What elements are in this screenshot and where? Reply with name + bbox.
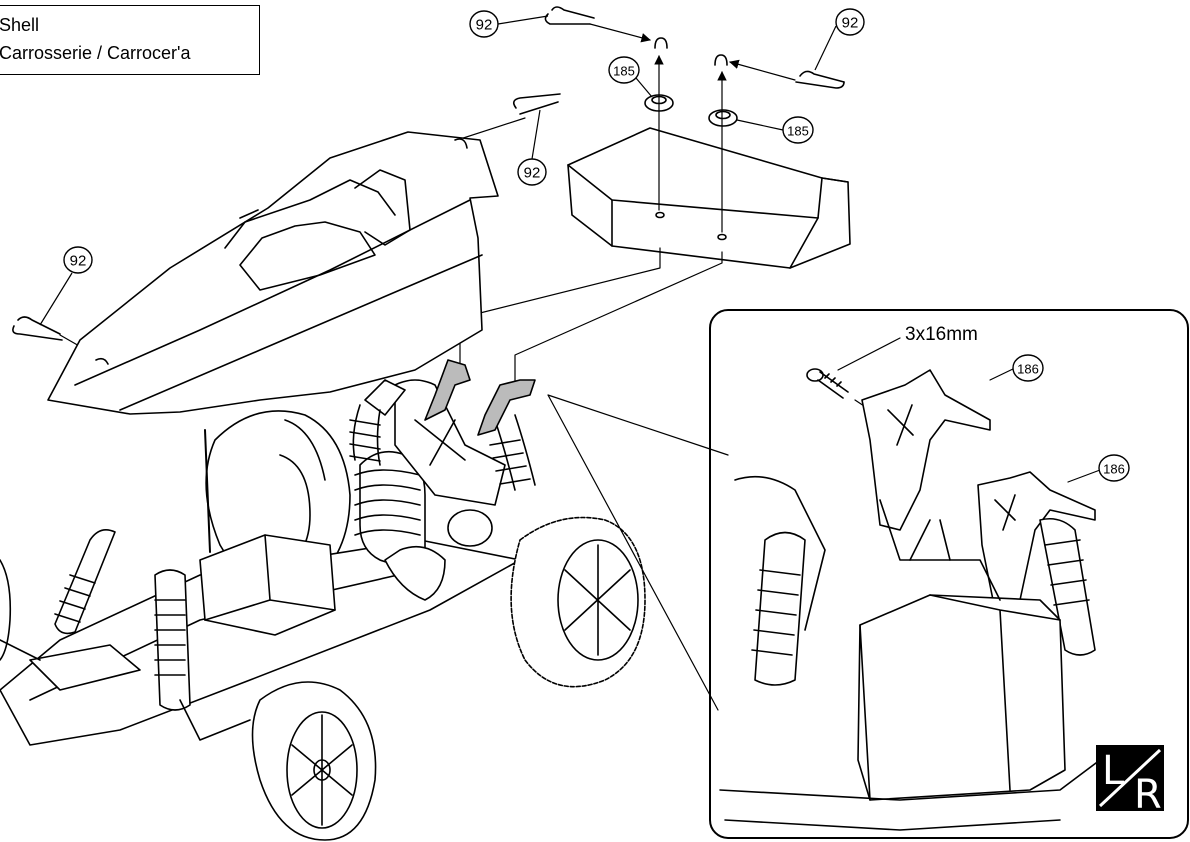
callout-circle-mount-front [1012, 354, 1044, 382]
rear-shock-left [349, 379, 406, 466]
screw-size-label: 3x16mm [905, 324, 978, 345]
antenna [204, 429, 211, 553]
wing-mount-left [424, 359, 471, 421]
front-tire [179, 681, 377, 841]
body-clip-top-left [544, 6, 595, 25]
callout-mount-front: 186 [1017, 362, 1039, 377]
grommet-right [708, 109, 738, 127]
front-tire-left-partial [0, 559, 12, 661]
title-box: Shell Carrosserie / Carrocer'a [0, 5, 260, 75]
title-translations: Carrosserie / Carrocer'a [0, 43, 191, 63]
callout-clip-body-front: 92 [70, 253, 87, 270]
callout-grommet-left: 185 [613, 64, 635, 79]
callout-circle-mount-rear [1098, 454, 1130, 482]
rear-tire-right [510, 516, 646, 688]
title-shell: Shell [0, 15, 40, 35]
clip-head-right [714, 54, 728, 66]
rear-suspension-tower [394, 379, 506, 506]
body-clip-rear [512, 93, 561, 115]
callout-grommet-right: 185 [787, 124, 809, 139]
callout-clip-body-rear: 92 [524, 165, 541, 182]
wing-mount-right [477, 379, 536, 436]
clip-head-left [654, 37, 668, 49]
rear-shock-right [489, 414, 536, 491]
left-right-badge: L R [1096, 745, 1164, 818]
badge-left-letter: L [1102, 748, 1125, 794]
callout-mount-rear: 186 [1103, 462, 1125, 477]
body-clip-top-right [795, 70, 845, 89]
inset-chassis-detail [719, 475, 1101, 831]
badge-right-letter: R [1134, 772, 1162, 818]
front-shock-left [54, 529, 116, 635]
body-shell [47, 131, 499, 415]
callout-circle-clip-body-front [63, 246, 93, 274]
inset-frame [709, 309, 1189, 839]
body-clip-front [12, 316, 63, 341]
callout-circle-clip-top-right [835, 8, 865, 36]
front-shock-right [154, 569, 191, 711]
rear-wing [567, 127, 851, 269]
callout-clip-top-right: 92 [842, 15, 859, 32]
callout-clip-top-left: 92 [476, 17, 493, 34]
inset-wing-mount-front [861, 367, 1016, 531]
engine [354, 450, 493, 601]
callout-circle-grommet-left [608, 56, 640, 84]
fuel-tank [199, 534, 336, 636]
